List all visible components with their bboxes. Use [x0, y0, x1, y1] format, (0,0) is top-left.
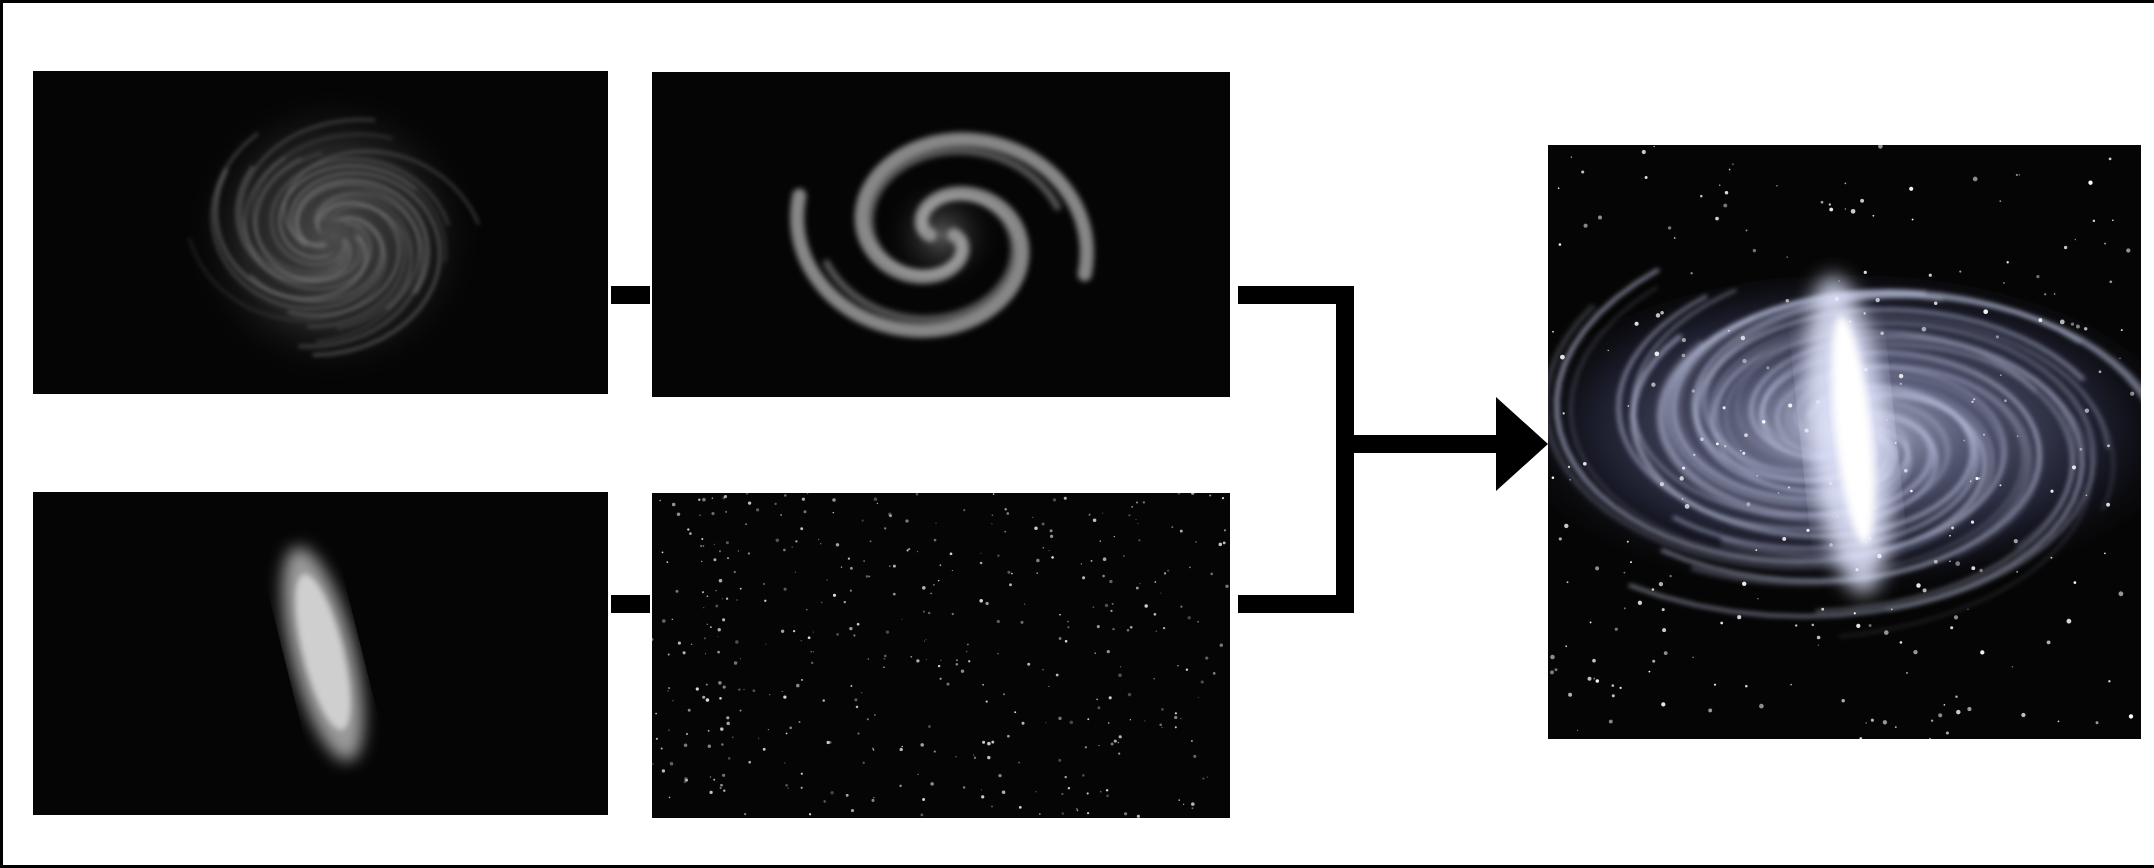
spiral-arms-icon: [790, 132, 1094, 338]
spiral-arms-panel: [652, 72, 1230, 397]
starfield-icon: [652, 493, 1229, 818]
composite-galaxy-panel: [1548, 145, 2141, 739]
soft-swirl-panel: [33, 71, 608, 394]
soft-swirl-icon: [183, 86, 483, 386]
bright-core-panel: [33, 492, 608, 815]
composite-galaxy-icon: [1548, 145, 2141, 739]
bright-core-icon: [282, 546, 364, 762]
starfield-panel: [652, 493, 1230, 818]
